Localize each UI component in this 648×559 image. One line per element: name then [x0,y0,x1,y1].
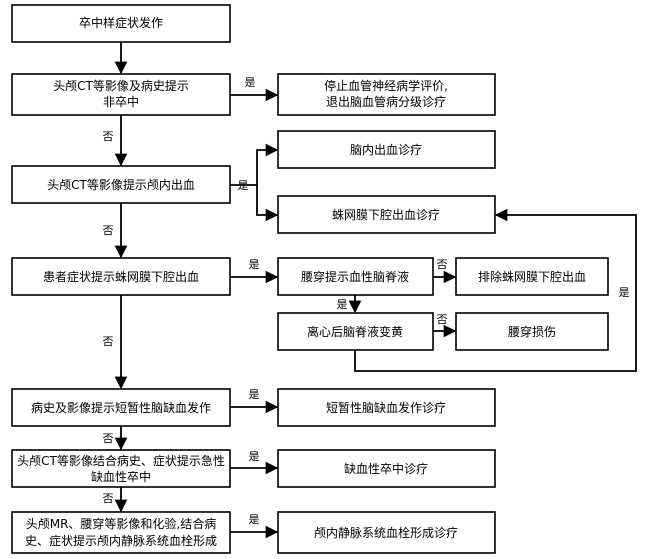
text-traumatic-tap: 腰穿损伤 [508,324,556,339]
text-non-stroke-ct-2: 非卒中 [103,94,139,109]
text-non-stroke-ct-1: 头颅CT等影像及病史提示 [53,78,189,93]
label-yes-sah-symptoms: 是 [249,258,260,271]
box-ischemic-care [277,449,496,488]
label-no-ischemic: 否 [103,492,114,505]
edge-hemorrhage-to-ich [256,143,279,185]
box-traumatic-tap [455,312,609,351]
label-yes-csf: 是 [337,298,348,311]
box-tia-history [11,388,231,427]
text-sah-care: 蛛网膜下腔出血诊疗 [332,207,440,222]
edge-xanthochromia-to-sah-care [354,208,637,372]
text-xanthochromia: 离心后脑脊液变黄 [307,324,403,339]
text-cvt-care: 颅内静脉系统血栓形成诊疗 [314,525,458,540]
label-no-nonstroke: 否 [103,130,114,143]
edge-hemorrhage-to-sah-care [256,185,279,222]
text-tia-history: 病史及影像提示短暂性脑缺血发作 [31,400,211,415]
text-acute-ischemic-1: 头颅CT等影像结合病史、症状提示急性 [17,453,225,468]
label-yes-tia: 是 [249,388,260,401]
text-acute-ischemic-2: 缺血性卒中 [91,469,151,484]
text-cvt-evidence-2: 史、症状提示颅内静脉系统血栓形成 [25,533,217,548]
text-stroke-onset: 卒中样症状发作 [79,15,163,30]
text-stop-evaluation-2: 退出脑血管病分级诊疗 [326,94,446,109]
box-ich-care [277,130,496,169]
box-tia-care [277,388,496,427]
label-yes-cvt: 是 [249,513,260,526]
text-ich-care: 脑内出血诊疗 [350,143,422,157]
label-no-xanthochromia: 否 [437,313,448,326]
label-yes-hemorrhage: 是 [238,179,249,192]
text-bloody-csf: 腰穿提示血性脑脊液 [301,269,409,284]
text-sah-symptoms: 患者症状提示蛛网膜下腔出血 [43,269,199,284]
text-stop-evaluation-1: 停止血管神经病学评价, [324,78,448,93]
text-cvt-evidence-1: 头颅MR、腰穿等影像和化验,结合病 [26,516,217,531]
box-non-stroke-ct [11,73,231,116]
text-ct-hemorrhage: 头颅CT等影像提示颅内出血 [47,177,195,192]
text-exclude-sah: 排除蛛网膜下腔出血 [478,269,586,284]
label-yes-nonstroke: 是 [245,76,256,89]
label-no-sah-symptoms: 否 [103,335,114,348]
box-cvt-evidence [11,511,231,554]
label-yes-xanthochromia: 是 [619,286,630,299]
label-no-tia: 否 [103,432,114,445]
box-xanthochromia [277,312,434,351]
text-ischemic-care: 缺血性卒中诊疗 [344,461,428,476]
box-stroke-onset [11,4,231,43]
label-no-csf: 否 [437,258,448,271]
text-tia-care: 短暂性脑缺血发作诊疗 [326,400,446,415]
label-no-hemorrhage: 否 [103,224,114,237]
label-yes-ischemic: 是 [249,450,260,463]
box-stop-evaluation [277,73,496,116]
